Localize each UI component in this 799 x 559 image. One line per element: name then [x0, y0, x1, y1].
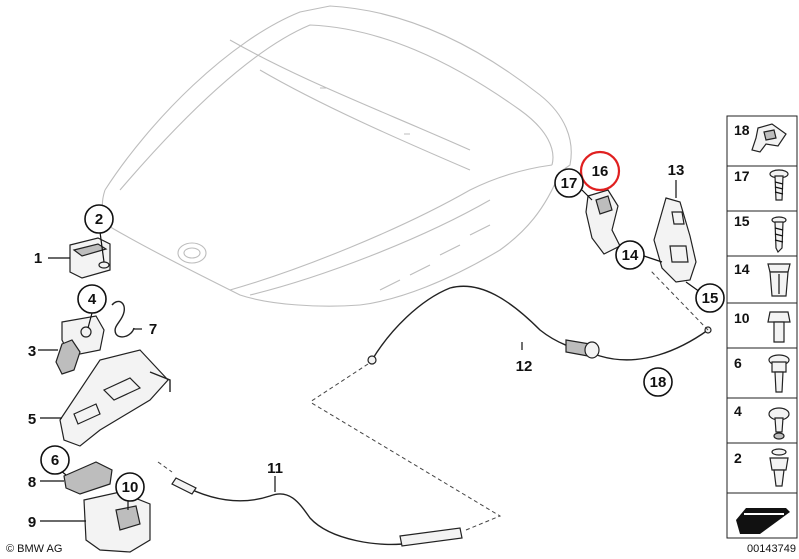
part-17-screw-leader — [581, 189, 593, 201]
svg-text:11: 11 — [267, 460, 283, 477]
svg-text:3: 3 — [28, 343, 36, 360]
svg-text:13: 13 — [668, 162, 685, 179]
svg-text:2: 2 — [95, 211, 103, 228]
callout-7: 7 — [149, 321, 157, 338]
svg-text:14: 14 — [622, 247, 639, 264]
diagram-number: 00143749 — [747, 543, 796, 555]
part-3-lever — [38, 339, 81, 375]
svg-text:4: 4 — [734, 403, 742, 419]
svg-text:17: 17 — [561, 175, 578, 192]
part-7-spring — [111, 300, 142, 338]
callout-11: 11 — [267, 460, 283, 477]
copyright-text: © BMW AG — [6, 543, 62, 555]
svg-text:15: 15 — [734, 213, 750, 229]
cable-12-release — [309, 269, 712, 403]
hood-outline — [101, 5, 572, 307]
callout-8: 8 — [28, 474, 36, 491]
svg-text:12: 12 — [516, 358, 533, 375]
svg-text:8: 8 — [28, 474, 36, 491]
callout-4: 4 — [77, 284, 107, 314]
callout-6: 6 — [40, 445, 70, 475]
part-2-rivet — [98, 231, 110, 269]
screw-washer-icon — [769, 169, 789, 201]
part-5-bracket — [40, 349, 171, 447]
svg-text:7: 7 — [149, 321, 157, 338]
expanding-nut-icon — [767, 263, 791, 297]
svg-text:1: 1 — [34, 250, 42, 267]
callout-18: 18 — [643, 367, 673, 397]
svg-text:17: 17 — [734, 168, 750, 184]
callout-12: 12 — [516, 358, 533, 375]
callout-5: 5 — [28, 411, 36, 428]
svg-text:2: 2 — [734, 450, 742, 466]
callout-16: 16 — [579, 150, 621, 192]
callout-2: 2 — [84, 204, 114, 234]
callout-13: 13 — [668, 162, 685, 179]
svg-text:18: 18 — [650, 374, 667, 391]
callout-9: 9 — [28, 514, 36, 531]
svg-text:18: 18 — [734, 122, 750, 138]
part-8-catch — [40, 461, 113, 495]
hex-bolt-icon — [767, 311, 791, 343]
screw-icon — [771, 216, 787, 254]
legend-cell-4 — [726, 397, 798, 444]
svg-text:16: 16 — [592, 163, 609, 180]
svg-text:6: 6 — [51, 452, 59, 469]
svg-text:9: 9 — [28, 514, 36, 531]
part-9-latch — [40, 491, 151, 553]
part-13-hinge — [643, 180, 701, 293]
svg-text:6: 6 — [734, 355, 742, 371]
callout-3: 3 — [28, 343, 36, 360]
cable-11-bowden — [157, 401, 502, 547]
flange-screw-icon — [768, 407, 790, 440]
hardware-legend: 18 17 15 14 10 6 4 2 — [726, 115, 798, 539]
cable-clip-icon — [751, 123, 787, 153]
callout-17: 17 — [554, 168, 584, 198]
svg-text:4: 4 — [88, 291, 97, 308]
svg-text:5: 5 — [28, 411, 36, 428]
callout-14: 14 — [615, 240, 645, 270]
svg-text:15: 15 — [702, 290, 719, 307]
legend-cell-10 — [726, 302, 798, 349]
collar-screw-icon — [768, 354, 790, 393]
svg-text:10: 10 — [122, 479, 139, 496]
expanding-rivet-icon — [769, 448, 789, 487]
svg-text:10: 10 — [734, 310, 750, 326]
callout-10: 10 — [115, 472, 145, 502]
direction-arrow-icon — [736, 508, 790, 534]
part-1-lock-pad — [48, 237, 111, 279]
callout-15: 15 — [695, 283, 725, 313]
callout-1: 1 — [34, 250, 42, 267]
svg-text:14: 14 — [734, 261, 750, 277]
